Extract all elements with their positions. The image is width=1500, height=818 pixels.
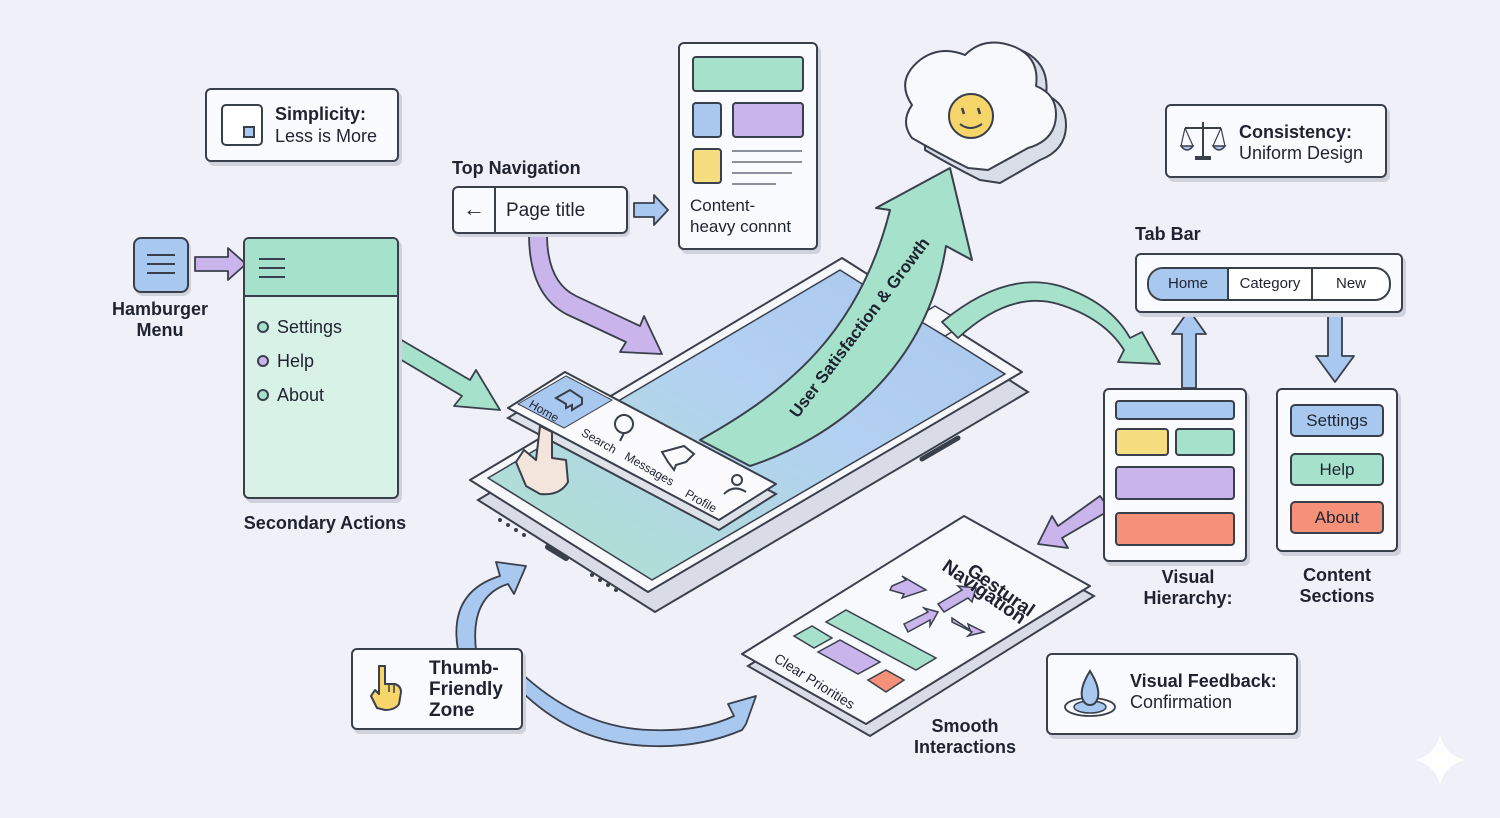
- hamburger-icon[interactable]: [259, 258, 285, 278]
- hierarchy-block: [1115, 466, 1235, 500]
- gesture-screen: [741, 515, 1096, 738]
- visual-hierarchy-label-2: Hierarchy:: [1143, 588, 1233, 608]
- secondary-actions-label: Secondary Actions: [243, 513, 407, 533]
- tab-bar-card: Home Category New: [1135, 253, 1403, 313]
- content-heavy-card: Content- heavy connnt: [678, 42, 818, 250]
- phone-nav-tray: [506, 371, 778, 532]
- square-icon: [221, 104, 263, 146]
- content-sections-label-2: Sections: [1299, 586, 1375, 606]
- content-sections-label-1: Content: [1303, 565, 1371, 585]
- content-block: [692, 56, 804, 92]
- content-block: [732, 102, 804, 138]
- tab-home[interactable]: Home: [1149, 269, 1229, 299]
- thumb-label-1: Thumb-: [429, 658, 499, 679]
- tab-new[interactable]: New: [1335, 275, 1366, 292]
- feedback-subtitle: Confirmation: [1130, 692, 1233, 712]
- cloud-smile-icon: [904, 41, 1067, 184]
- hamburger-button[interactable]: [133, 237, 189, 293]
- tab-bar: Home Category New: [1147, 267, 1391, 301]
- simplicity-card: Simplicity: Less is More: [205, 88, 399, 162]
- page-title: Page title: [506, 200, 586, 221]
- menu-item-about[interactable]: About: [257, 385, 324, 406]
- smooth-label-1: Smooth: [931, 716, 999, 736]
- consistency-card: Consistency: Uniform Design: [1165, 104, 1387, 178]
- visual-hierarchy-card: [1103, 388, 1247, 562]
- arrow-smooth: [519, 671, 757, 748]
- hamburger-label-2: Menu: [136, 320, 184, 340]
- content-caption-1: Content-: [690, 196, 756, 215]
- menu-item-help[interactable]: Help: [257, 351, 314, 372]
- arrow-page-title: [633, 194, 669, 226]
- thumb-label-2: Friendly: [429, 679, 503, 700]
- arrow-thumb-up: [455, 561, 527, 651]
- simplicity-title: Simplicity:: [275, 104, 367, 124]
- menu-header: [245, 239, 397, 297]
- hamburger-icon: [147, 254, 175, 274]
- text-lines: [732, 150, 802, 185]
- content-block: [692, 102, 722, 138]
- section-about-button[interactable]: About: [1290, 501, 1384, 534]
- section-help-button[interactable]: Help: [1290, 453, 1384, 486]
- sparkle-icon: [1415, 735, 1465, 785]
- arrow-to-gesture: [1037, 495, 1111, 549]
- growth-arrow: [699, 167, 973, 467]
- secondary-actions-menu: Settings Help About: [243, 237, 399, 499]
- thumb-label-3: Zone: [429, 700, 475, 721]
- pointing-hand-icon: [367, 662, 407, 712]
- hierarchy-block: [1115, 512, 1235, 546]
- menu-item-settings[interactable]: Settings: [257, 317, 342, 338]
- arrow-secondary: [397, 337, 501, 411]
- arrow-top-nav: [528, 233, 663, 355]
- visual-feedback-card: Visual Feedback: Confirmation: [1046, 653, 1298, 735]
- arrow-phone-tabbar: [941, 281, 1161, 365]
- consistency-title: Consistency:: [1239, 122, 1353, 142]
- hierarchy-block: [1115, 428, 1169, 456]
- smooth-label-2: Interactions: [913, 737, 1017, 757]
- arrow-down-sections: [1315, 312, 1355, 383]
- hierarchy-block: [1115, 400, 1235, 420]
- arrow-up-tabbar: [1171, 309, 1207, 389]
- hamburger-label-1: Hamburger: [111, 299, 209, 319]
- content-caption-2: heavy connnt: [690, 217, 792, 236]
- water-drop-icon: [1062, 667, 1118, 719]
- balance-scale-icon: [1179, 118, 1227, 164]
- consistency-subtitle: Uniform Design: [1239, 143, 1364, 163]
- hierarchy-block: [1175, 428, 1235, 456]
- content-sections-card: Settings Help About: [1276, 388, 1398, 552]
- content-block: [692, 148, 722, 184]
- simplicity-subtitle: Less is More: [275, 126, 378, 146]
- visual-hierarchy-label-1: Visual: [1161, 567, 1215, 587]
- feedback-title: Visual Feedback:: [1130, 671, 1277, 691]
- thumb-zone-card: Thumb- Friendly Zone: [351, 648, 523, 730]
- top-navigation-bar: ← Page title: [452, 186, 628, 234]
- tab-bar-label: Tab Bar: [1135, 224, 1201, 244]
- tap-hand-icon: [515, 425, 569, 496]
- arrow-hamburger: [194, 247, 247, 281]
- back-arrow-icon[interactable]: ←: [454, 188, 496, 232]
- section-settings-button[interactable]: Settings: [1290, 404, 1384, 437]
- tab-category[interactable]: Category: [1229, 269, 1313, 299]
- top-navigation-label: Top Navigation: [452, 158, 581, 178]
